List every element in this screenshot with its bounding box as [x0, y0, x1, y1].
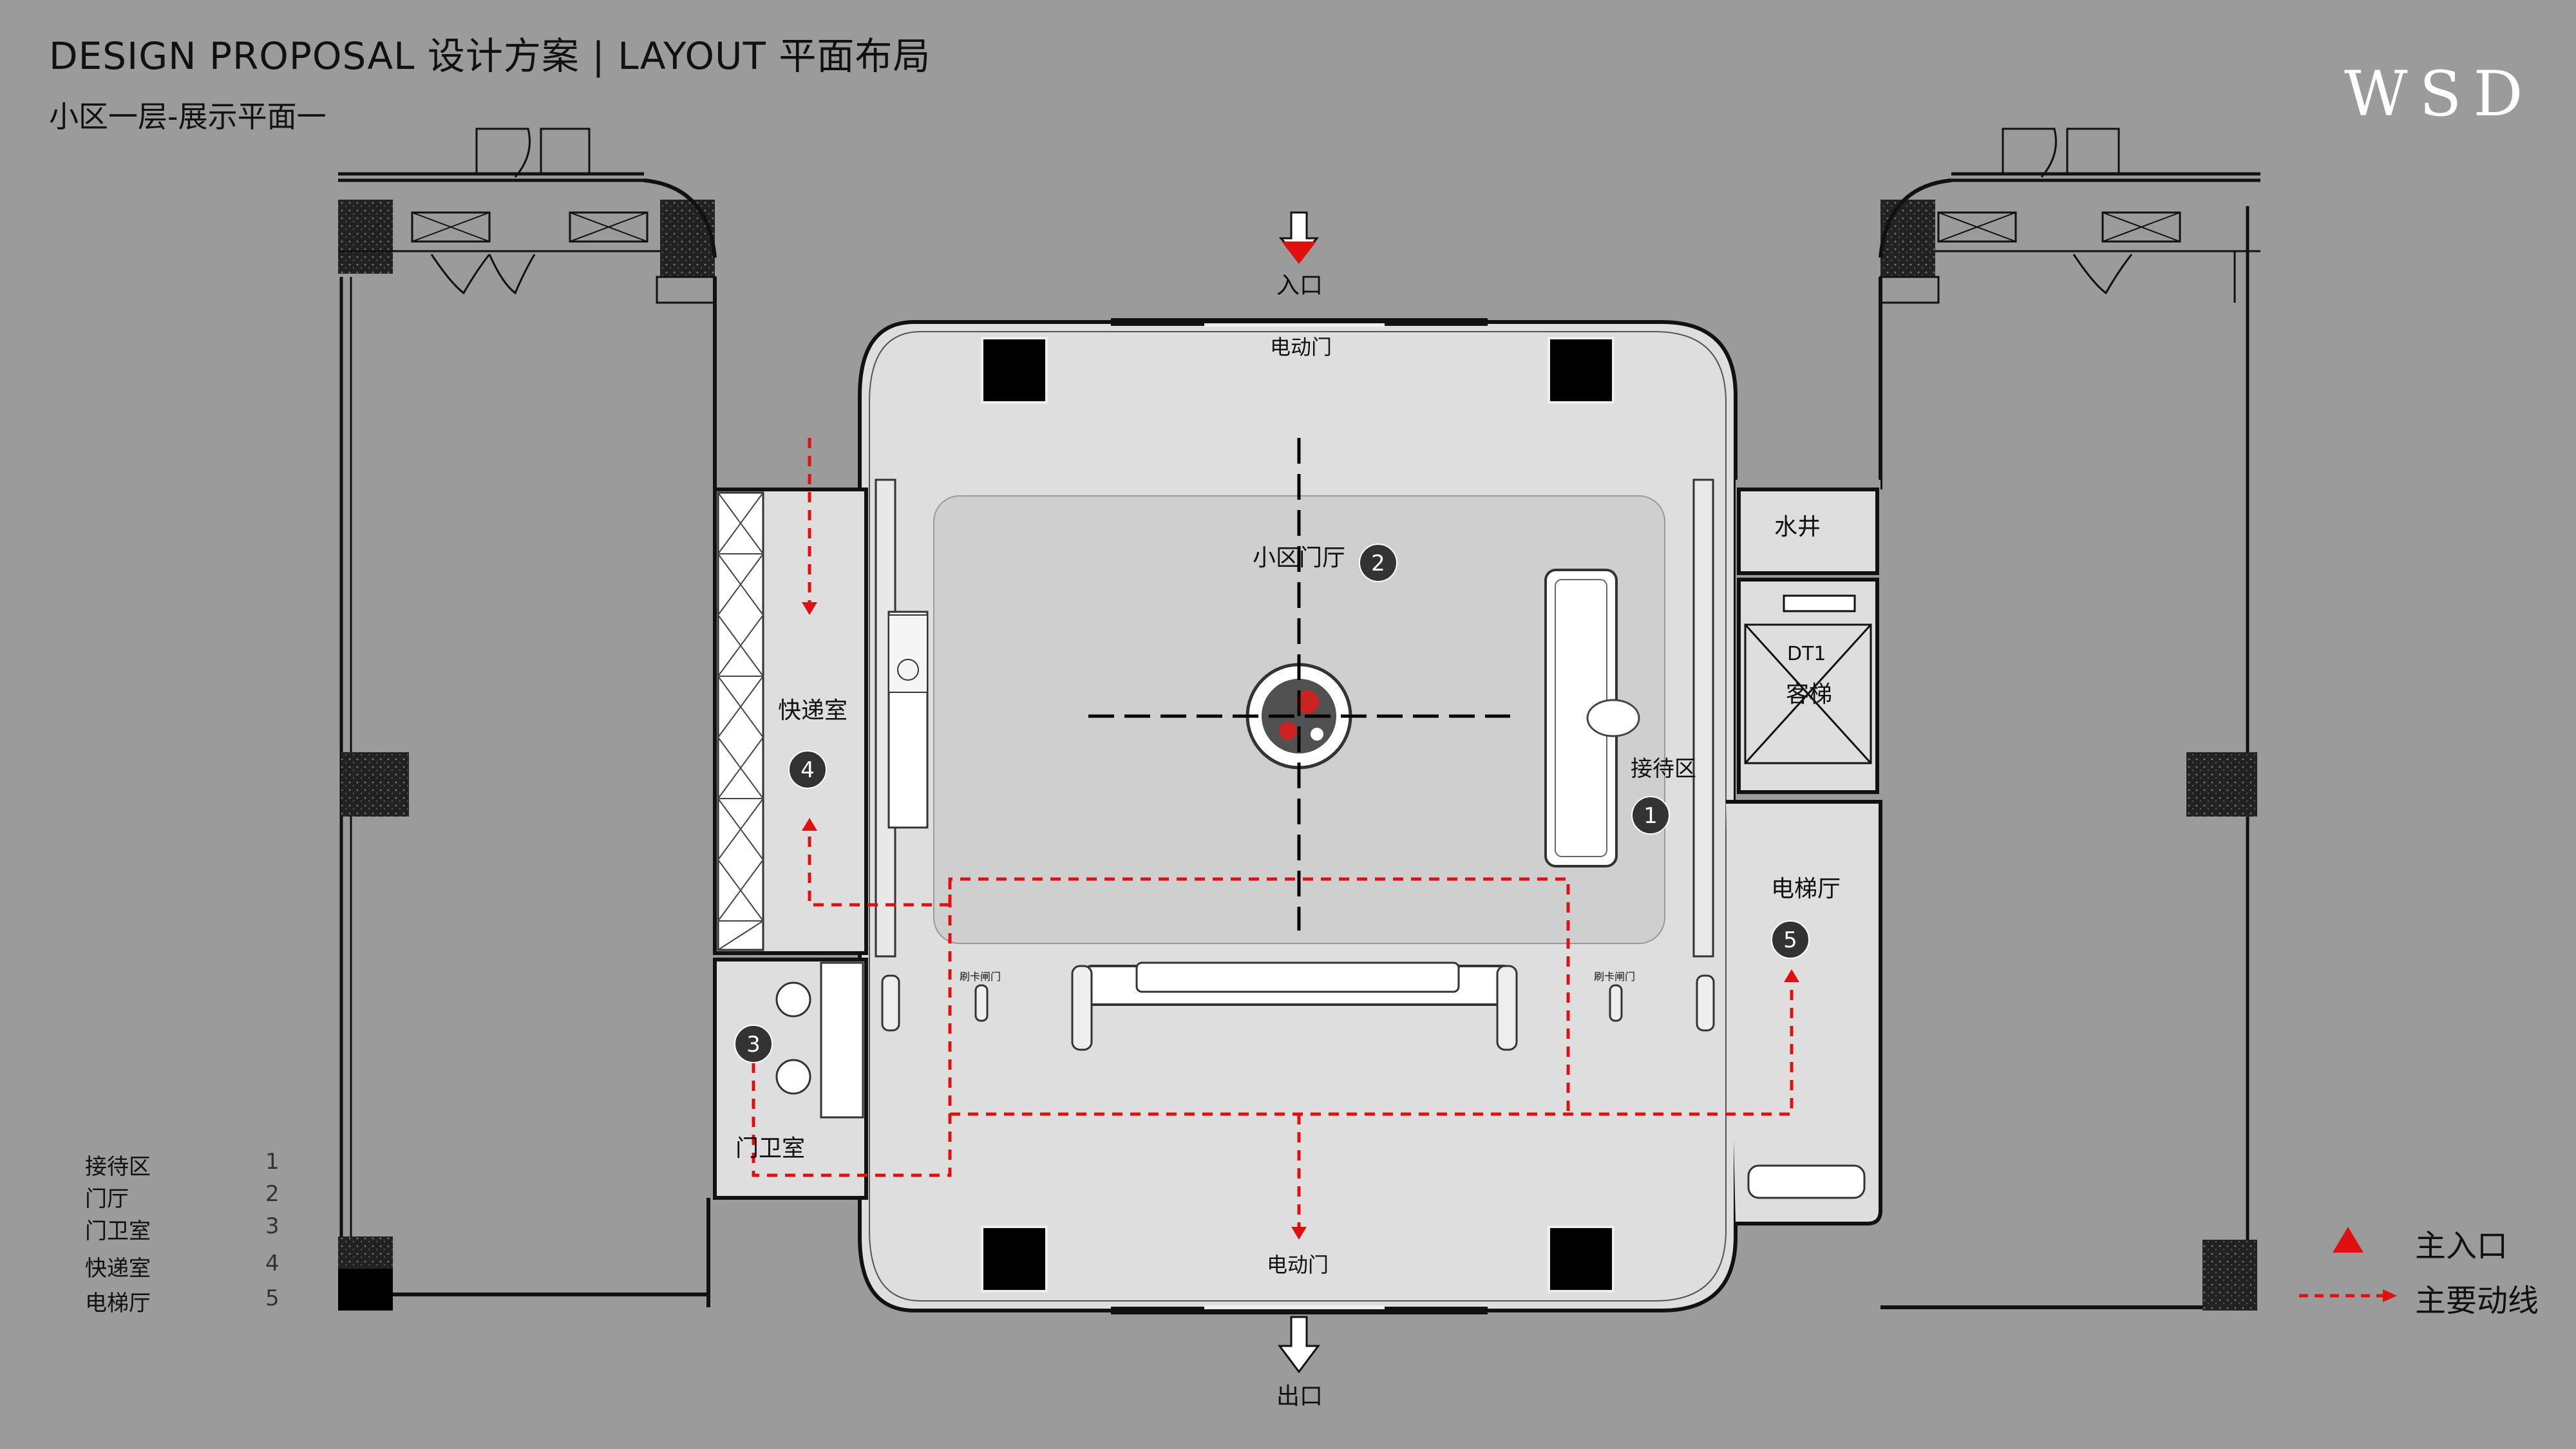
marker-5-label: 5: [1783, 927, 1797, 953]
label-entrance: 入口: [1276, 272, 1323, 299]
marker-3: [734, 1025, 773, 1063]
marker-3-label: 3: [746, 1032, 761, 1057]
label-card-gate-right: 刷卡闸门: [1594, 971, 1635, 983]
exit-arrow: [1278, 1316, 1320, 1374]
circulation-flow: [752, 438, 1794, 1227]
label-elevator-hall: 电梯厅: [1771, 876, 1841, 902]
key-main-entry: 主入口: [2415, 1228, 2508, 1264]
entrance-arrow: [1278, 211, 1320, 264]
marker-5: [1771, 920, 1810, 959]
right-wing: [1879, 128, 2260, 1311]
label-guard: 门卫室: [735, 1135, 805, 1162]
main-flow-arrow-icon: [2383, 1289, 2397, 1302]
service-core: [1726, 480, 1882, 1226]
label-reception: 接待区: [1631, 756, 1696, 782]
marker-4-label: 4: [800, 757, 815, 783]
legend-num-3: 3: [265, 1213, 279, 1239]
legend-label-4: 快递室: [85, 1256, 151, 1282]
label-elevator-code: DT1: [1787, 643, 1826, 665]
marker-1-label: 1: [1643, 803, 1658, 829]
label-elevator: 客梯: [1786, 681, 1832, 708]
legend-num-2: 2: [265, 1181, 279, 1207]
label-courier: 快递室: [778, 697, 848, 724]
marker-1: [1631, 796, 1670, 835]
page-title: DESIGN PROPOSAL 设计方案 | LAYOUT 平面布局: [49, 34, 931, 78]
marker-4: [788, 750, 827, 789]
page-subtitle: 小区一层-展示平面一: [49, 99, 327, 134]
key-main-flow: 主要动线: [2415, 1283, 2539, 1319]
legend-label-1: 接待区: [85, 1154, 151, 1180]
legend-label-3: 门卫室: [85, 1218, 151, 1244]
label-water-well: 水井: [1774, 514, 1821, 540]
label-auto-door-bottom: 电动门: [1267, 1253, 1329, 1277]
label-exit: 出口: [1276, 1383, 1323, 1410]
left-wing: [338, 128, 717, 1311]
legend-num-4: 4: [265, 1251, 279, 1276]
courier-room: [713, 488, 868, 955]
brand-logo: WSD: [2344, 58, 2535, 130]
legend-label-2: 门厅: [85, 1186, 129, 1212]
label-lobby: 小区门厅: [1253, 545, 1345, 571]
label-card-gate-left: 刷卡闸门: [960, 971, 1001, 983]
main-entry-triangle-icon: [2333, 1227, 2363, 1253]
marker-2-label: 2: [1371, 551, 1385, 576]
main-hall: [858, 318, 1738, 1314]
marker-2: [1359, 544, 1397, 582]
guard-room: [713, 958, 868, 1200]
legend-label-5: 电梯厅: [85, 1291, 151, 1316]
legend-num-5: 5: [265, 1285, 279, 1311]
legend-num-1: 1: [265, 1149, 279, 1175]
label-auto-door-top: 电动门: [1270, 335, 1332, 359]
